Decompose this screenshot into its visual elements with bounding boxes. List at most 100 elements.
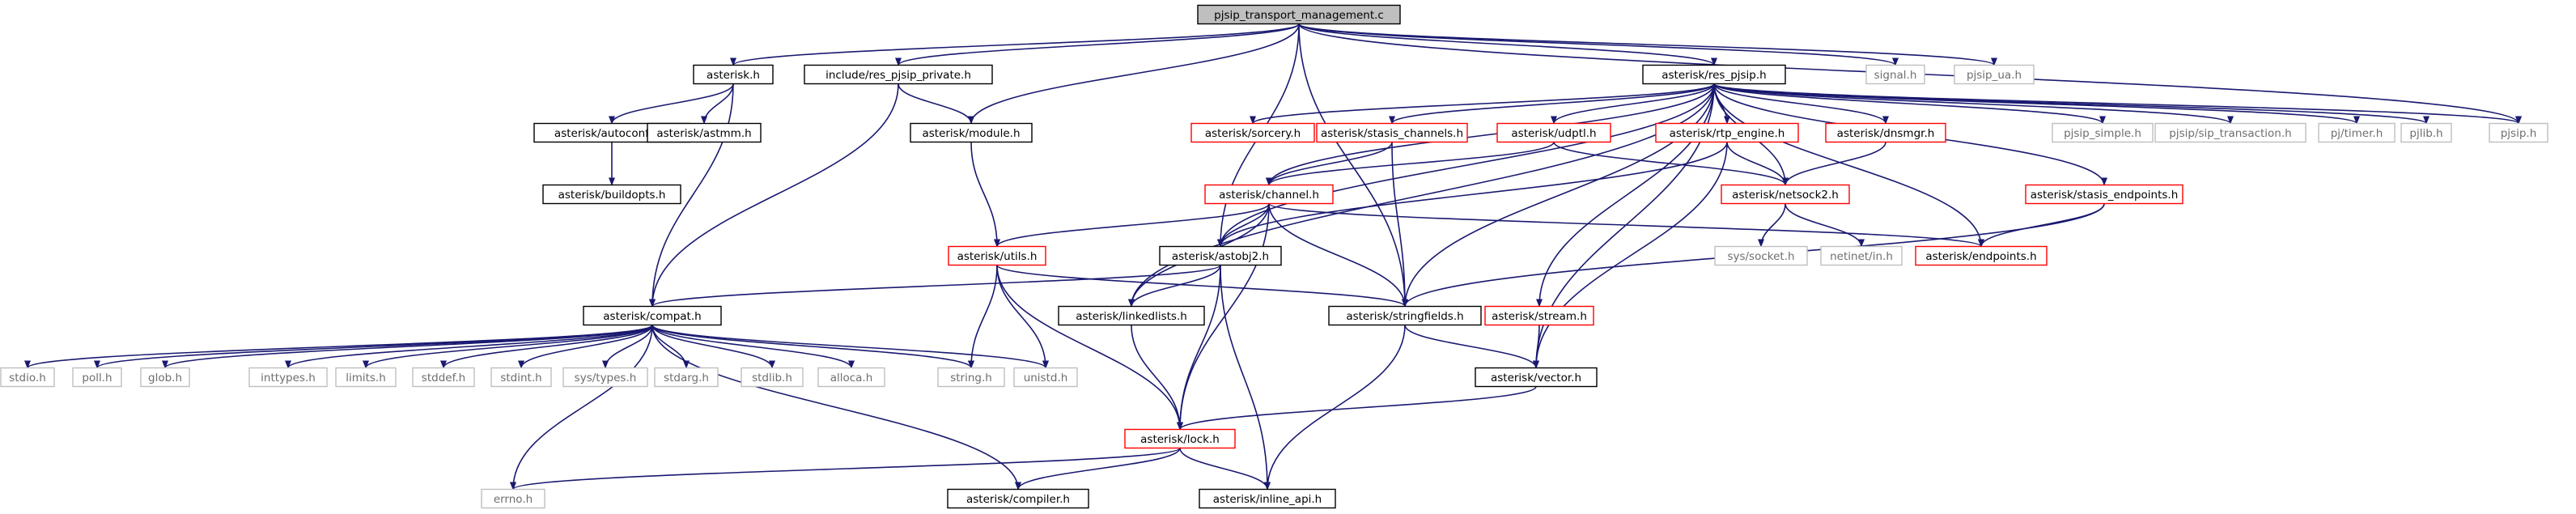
node-res-pjsip-private[interactable]: include/res_pjsip_private.h bbox=[804, 64, 993, 85]
node-box bbox=[1058, 305, 1205, 326]
node-box bbox=[1721, 184, 1850, 205]
node-pjsip-ua: pjsip_ua.h bbox=[1954, 64, 2035, 85]
node-sys-types: sys/types.h bbox=[562, 367, 648, 388]
node-box bbox=[2154, 122, 2307, 143]
node-utils[interactable]: asterisk/utils.h bbox=[948, 245, 1046, 266]
edge-root-to-module_h bbox=[968, 23, 1300, 125]
node-label: stdarg.h bbox=[664, 372, 709, 384]
node-inline-api[interactable]: asterisk/inline_api.h bbox=[1199, 488, 1336, 509]
node-label: asterisk/sorcery.h bbox=[1205, 127, 1301, 140]
edge-compat-to-string_h bbox=[651, 325, 974, 369]
edge-res_pjsip-to-pjlib bbox=[1713, 83, 2430, 125]
edge-udptl-to-channel bbox=[1266, 142, 1555, 186]
node-box bbox=[2318, 122, 2396, 143]
node-stdlib-h: stdlib.h bbox=[741, 367, 804, 388]
node-compat[interactable]: asterisk/compat.h bbox=[583, 305, 722, 326]
node-endpoints[interactable]: asterisk/endpoints.h bbox=[1915, 245, 2048, 266]
node-box bbox=[1197, 4, 1401, 25]
node-label: asterisk/udptl.h bbox=[1511, 127, 1596, 140]
node-label: sys/socket.h bbox=[1727, 250, 1794, 263]
node-label: asterisk/lock.h bbox=[1140, 433, 1220, 446]
node-pjsip-simple: pjsip_simple.h bbox=[2052, 122, 2154, 143]
node-netinet-in: netinet/in.h bbox=[1820, 245, 1903, 266]
edge-module_h-to-utils bbox=[970, 142, 1000, 248]
node-res-pjsip[interactable]: asterisk/res_pjsip.h bbox=[1642, 64, 1786, 85]
node-inttypes-h: inttypes.h bbox=[248, 367, 328, 388]
node-label: stdlib.h bbox=[752, 372, 792, 384]
node-label: stdint.h bbox=[500, 372, 541, 384]
edge-res_pjsip-to-stringfields bbox=[1402, 83, 1715, 308]
node-label: pjlib.h bbox=[2409, 127, 2442, 140]
node-box bbox=[1642, 64, 1786, 85]
node-astobj2[interactable]: asterisk/astobj2.h bbox=[1159, 245, 1282, 266]
node-box bbox=[1825, 122, 1946, 143]
edge-rtp_engine-to-vector bbox=[1533, 142, 1728, 369]
node-dnsmgr[interactable]: asterisk/dnsmgr.h bbox=[1825, 122, 1946, 143]
node-box bbox=[1316, 122, 1468, 143]
node-asterisk-h[interactable]: asterisk.h bbox=[693, 64, 774, 85]
node-string-h: string.h bbox=[937, 367, 1005, 388]
node-stream[interactable]: asterisk/stream.h bbox=[1484, 305, 1594, 326]
edge-utils-to-string_h bbox=[968, 265, 998, 369]
edge-netsock2-to-netinet_in bbox=[1785, 203, 1865, 248]
node-label: asterisk/vector.h bbox=[1491, 372, 1581, 384]
edge-asterisk_h-to-astmm bbox=[701, 83, 734, 125]
node-astmm[interactable]: asterisk/astmm.h bbox=[647, 122, 762, 143]
edge-compat-to-inttypes_h bbox=[285, 324, 653, 369]
edge-compat-to-glob_h bbox=[162, 324, 653, 369]
node-label: stdio.h bbox=[9, 372, 46, 384]
node-errno-h: errno.h bbox=[481, 488, 545, 509]
node-label: asterisk/rtp_engine.h bbox=[1670, 127, 1785, 140]
node-box bbox=[0, 367, 55, 388]
node-label: pjsip_transport_management.c bbox=[1214, 9, 1384, 22]
node-signal-h: signal.h bbox=[1865, 64, 1925, 85]
edge-compat-to-compiler bbox=[651, 325, 1021, 491]
node-label: pj/timer.h bbox=[2331, 127, 2383, 140]
node-label: pjsip_ua.h bbox=[1967, 69, 2022, 82]
node-box bbox=[948, 245, 1046, 266]
node-label: asterisk/stream.h bbox=[1492, 310, 1587, 323]
node-label: asterisk/buildopts.h bbox=[558, 189, 666, 202]
edge-res_pjsip-to-stream bbox=[1536, 83, 1715, 308]
edge-astobj2-to-compat bbox=[649, 264, 1221, 308]
edge-stasis_channels-to-stringfields bbox=[1391, 142, 1408, 308]
node-box bbox=[490, 367, 552, 388]
edge-channel-to-endpoints bbox=[1268, 202, 1984, 248]
node-label: asterisk/autoconfig.h bbox=[554, 127, 669, 140]
node-lock[interactable]: asterisk/lock.h bbox=[1124, 428, 1236, 449]
node-rtp-engine[interactable]: asterisk/rtp_engine.h bbox=[1655, 122, 1799, 143]
node-box bbox=[2489, 122, 2548, 143]
node-netsock2[interactable]: asterisk/netsock2.h bbox=[1721, 184, 1850, 205]
node-udptl[interactable]: asterisk/udptl.h bbox=[1496, 122, 1611, 143]
node-pjsip-sip-transaction: pjsip/sip_transaction.h bbox=[2154, 122, 2307, 143]
node-linkedlists[interactable]: asterisk/linkedlists.h bbox=[1058, 305, 1205, 326]
node-sorcery[interactable]: asterisk/sorcery.h bbox=[1190, 122, 1315, 143]
node-channel[interactable]: asterisk/channel.h bbox=[1204, 184, 1334, 205]
edge-res_pjsip-to-udptl bbox=[1551, 83, 1715, 125]
node-stasis-endpoints[interactable]: asterisk/stasis_endpoints.h bbox=[2025, 184, 2183, 205]
node-vector[interactable]: asterisk/vector.h bbox=[1475, 367, 1598, 388]
edge-lock-to-errno_h bbox=[510, 447, 1181, 491]
edge-root-to-res_pjsip bbox=[1298, 23, 1717, 66]
edges-layer bbox=[24, 23, 2522, 491]
node-label: limits.h bbox=[346, 372, 386, 384]
edge-astobj2-to-linkedlists bbox=[1128, 265, 1221, 308]
node-pjlib: pjlib.h bbox=[2400, 122, 2452, 143]
node-compiler[interactable]: asterisk/compiler.h bbox=[947, 488, 1089, 509]
edge-compat-to-sys_types bbox=[602, 325, 653, 369]
node-box bbox=[583, 305, 722, 326]
node-box bbox=[1190, 122, 1315, 143]
node-poll-h: poll.h bbox=[72, 367, 122, 388]
node-box bbox=[542, 184, 681, 205]
node-module-h[interactable]: asterisk/module.h bbox=[910, 122, 1033, 143]
node-label: glob.h bbox=[148, 372, 182, 384]
edge-compat-to-stddef_h bbox=[440, 325, 653, 369]
node-stringfields[interactable]: asterisk/stringfields.h bbox=[1328, 305, 1482, 326]
node-stasis-channels[interactable]: asterisk/stasis_channels.h bbox=[1316, 122, 1468, 143]
edge-stringfields-to-vector bbox=[1404, 325, 1539, 369]
edge-res_pjsip-to-endpoints bbox=[1713, 83, 1984, 248]
node-box bbox=[481, 488, 545, 509]
node-buildopts[interactable]: asterisk/buildopts.h bbox=[542, 184, 681, 205]
node-root[interactable]: pjsip_transport_management.c bbox=[1197, 4, 1401, 25]
node-box bbox=[1124, 428, 1236, 449]
